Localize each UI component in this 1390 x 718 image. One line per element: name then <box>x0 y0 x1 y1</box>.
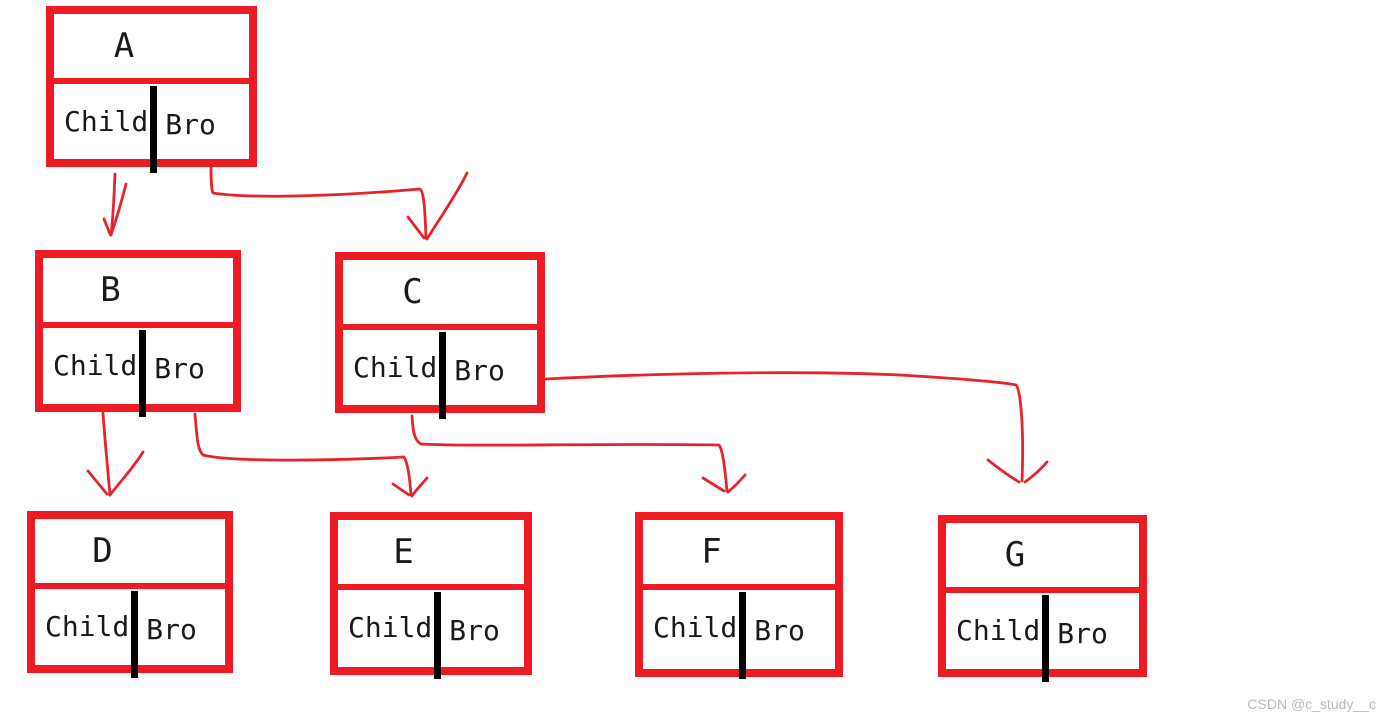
arrowhead-right-stroke <box>726 473 747 494</box>
arrowhead-right-stroke <box>410 476 429 498</box>
node-title: B <box>100 270 121 310</box>
arrow-shaft <box>410 414 729 493</box>
bro-pointer-label: Bro <box>146 612 197 646</box>
bro-pointer-label: Bro <box>449 613 500 647</box>
child-pointer-label: Child <box>45 609 130 643</box>
node-E: E Child Bro <box>330 512 532 679</box>
bro-pointer-label: Bro <box>754 613 805 647</box>
arrowhead-right-stroke <box>108 450 145 497</box>
arrowhead-right-stroke <box>425 171 469 241</box>
edge-C-bro-to-G <box>544 371 1049 484</box>
node-divider <box>946 587 1139 593</box>
edge-A-bro-to-C <box>209 165 469 241</box>
node-divider <box>54 78 249 84</box>
child-pointer-label: Child <box>956 613 1041 647</box>
node-F: F Child Bro <box>635 512 843 679</box>
arrowhead-left-stroke <box>406 215 426 240</box>
child-pointer-label: Child <box>64 104 149 138</box>
edge-A-child-to-B <box>102 172 128 237</box>
arrowhead-left-stroke <box>701 476 726 493</box>
pointer-separator-bar <box>139 330 146 417</box>
bro-pointer-label: Bro <box>454 353 505 387</box>
pointer-separator-bar <box>439 332 446 419</box>
node-divider <box>338 584 524 590</box>
node-pointer-cells: Child Bro <box>643 590 835 679</box>
arrow-shaft <box>209 165 428 240</box>
arrow-shaft <box>109 172 117 237</box>
child-pointer-label: Child <box>653 610 738 644</box>
node-title: G <box>1004 535 1026 575</box>
arrowhead-left-stroke <box>986 458 1021 484</box>
node-pointer-cells: Child Bro <box>54 84 249 173</box>
pointer-separator-bar <box>150 86 157 173</box>
pointer-separator-bar <box>131 591 138 678</box>
bro-pointer-label: Bro <box>165 107 216 141</box>
node-A: A Child Bro <box>46 6 257 173</box>
edge-C-child-to-F <box>410 414 747 494</box>
csdn-watermark: CSDN @c_study__c <box>1247 696 1376 712</box>
node-pointer-cells: Child Bro <box>946 593 1139 682</box>
node-pointer-cells: Child Bro <box>35 589 225 678</box>
bro-pointer-label: Bro <box>1057 616 1108 650</box>
node-title: E <box>393 532 414 572</box>
child-pointer-label: Child <box>53 348 138 382</box>
arrowhead-right-stroke <box>1023 460 1049 484</box>
child-pointer-label: Child <box>353 350 438 384</box>
arrow-shaft <box>193 412 413 497</box>
edge-B-bro-to-E <box>193 412 429 498</box>
node-divider <box>35 583 225 589</box>
node-title: D <box>92 531 113 571</box>
arrow-shaft <box>544 371 1025 483</box>
child-pointer-label: Child <box>348 610 433 644</box>
node-divider <box>343 324 537 330</box>
arrowhead-right-stroke <box>109 182 128 237</box>
bro-pointer-label: Bro <box>154 351 205 385</box>
node-title: F <box>701 532 722 572</box>
node-G: G Child Bro <box>938 515 1147 682</box>
arrow-shaft <box>101 411 112 497</box>
node-pointer-cells: Child Bro <box>343 330 537 419</box>
node-B: B Child Bro <box>35 250 241 417</box>
pointer-separator-bar <box>1042 595 1049 682</box>
node-divider <box>643 584 835 590</box>
arrowhead-left-stroke <box>86 469 109 496</box>
node-pointer-cells: Child Bro <box>43 328 233 417</box>
node-pointer-cells: Child Bro <box>338 590 524 679</box>
arrowhead-left-stroke <box>102 217 112 236</box>
node-title: C <box>402 272 423 312</box>
node-title: A <box>113 26 135 66</box>
edge-B-child-to-D <box>86 411 145 497</box>
arrowhead-left-stroke <box>391 482 411 497</box>
node-C: C Child Bro <box>335 252 545 419</box>
pointer-separator-bar <box>739 592 746 679</box>
pointer-separator-bar <box>434 592 441 679</box>
node-divider <box>43 322 233 328</box>
node-D: D Child Bro <box>27 511 233 678</box>
